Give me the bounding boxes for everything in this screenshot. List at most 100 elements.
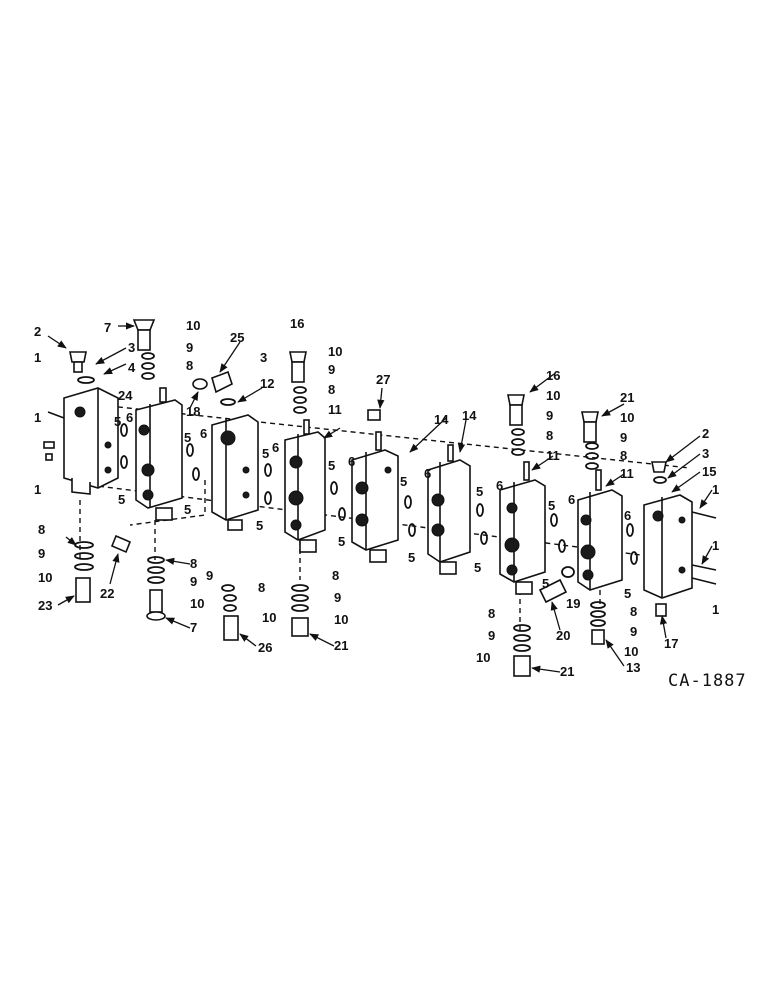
callout-21: 21 — [560, 664, 574, 679]
callout-8: 8 — [186, 358, 193, 373]
callout-8: 8 — [190, 556, 197, 571]
valve-section-12 — [211, 414, 259, 531]
callout-9: 9 — [630, 624, 637, 639]
callout-8: 8 — [630, 604, 637, 619]
callout-4: 4 — [128, 360, 136, 375]
callout-13: 13 — [626, 660, 640, 675]
callout-20: 20 — [556, 628, 570, 643]
callout-6: 6 — [200, 426, 207, 441]
callout-8: 8 — [258, 580, 265, 595]
callout-10: 10 — [190, 596, 204, 611]
callout-8: 8 — [38, 522, 45, 537]
valve-section-24 — [135, 387, 183, 521]
callout-10: 10 — [38, 570, 52, 585]
valve-section-14-b — [427, 444, 471, 575]
callout-9: 9 — [488, 628, 495, 643]
callout-6: 6 — [496, 478, 503, 493]
callout-22: 22 — [100, 586, 114, 601]
outlet-end-cover — [643, 494, 693, 599]
callout-9: 9 — [206, 568, 213, 583]
callout-1: 1 — [34, 410, 41, 425]
callout-10: 10 — [334, 612, 348, 627]
callout-9: 9 — [328, 362, 335, 377]
callout-8: 8 — [620, 448, 627, 463]
callout-5: 5 — [548, 498, 555, 513]
callout-5: 5 — [328, 458, 335, 473]
callout-11: 11 — [620, 466, 634, 481]
callout-5: 5 — [400, 474, 407, 489]
callout-5: 5 — [118, 492, 125, 507]
callout-18: 18 — [186, 404, 200, 419]
callout-6: 6 — [272, 440, 279, 455]
callout-2: 2 — [702, 426, 709, 441]
callout-14: 14 — [462, 408, 477, 423]
part-callouts: 2 3 4 1 1 1 7 10 9 8 24 18 25 3 12 16 10… — [34, 316, 719, 679]
inlet-end-cover — [63, 387, 119, 495]
callout-17: 17 — [664, 636, 678, 651]
callout-6: 6 — [624, 508, 631, 523]
callout-5: 5 — [184, 430, 191, 445]
callout-8: 8 — [546, 428, 553, 443]
callout-1: 1 — [34, 350, 41, 365]
callout-5: 5 — [262, 446, 269, 461]
callout-5: 5 — [542, 576, 549, 591]
leader-lines — [47, 322, 713, 673]
callout-10: 10 — [262, 610, 276, 625]
callout-5: 5 — [256, 518, 263, 533]
callout-21: 21 — [620, 390, 634, 405]
callout-21: 21 — [334, 638, 348, 653]
small-parts — [43, 319, 717, 677]
callout-6: 6 — [126, 410, 133, 425]
callout-2: 2 — [34, 324, 41, 339]
callout-10: 10 — [476, 650, 490, 665]
callout-11: 11 — [328, 402, 342, 417]
callout-9: 9 — [546, 408, 553, 423]
callout-16: 16 — [546, 368, 560, 383]
callout-11: 11 — [546, 448, 560, 463]
callout-10: 10 — [624, 644, 638, 659]
callout-5: 5 — [338, 534, 345, 549]
callout-1: 1 — [712, 602, 719, 617]
callout-9: 9 — [190, 574, 197, 589]
valve-section-14-a — [351, 431, 399, 563]
callout-5: 5 — [408, 550, 415, 565]
callout-15: 15 — [702, 464, 716, 479]
callout-7: 7 — [190, 620, 197, 635]
callout-9: 9 — [620, 430, 627, 445]
callout-5: 5 — [476, 484, 483, 499]
callout-1: 1 — [712, 482, 719, 497]
callout-6: 6 — [568, 492, 575, 507]
callout-10: 10 — [328, 344, 342, 359]
valve-section-11-c — [577, 469, 623, 591]
callout-5: 5 — [184, 502, 191, 517]
callout-1: 1 — [712, 538, 719, 553]
callout-19: 19 — [566, 596, 580, 611]
callout-10: 10 — [186, 318, 200, 333]
callout-8: 8 — [488, 606, 495, 621]
callout-9: 9 — [38, 546, 45, 561]
valve-section-11-b — [499, 461, 546, 595]
callout-5: 5 — [474, 560, 481, 575]
callout-26: 26 — [258, 640, 272, 655]
callout-24: 24 — [118, 388, 133, 403]
callout-16: 16 — [290, 316, 304, 331]
callout-10: 10 — [546, 388, 560, 403]
callout-6: 6 — [348, 454, 355, 469]
callout-6: 6 — [424, 466, 431, 481]
callout-14: 14 — [434, 412, 449, 427]
callout-3: 3 — [128, 340, 135, 355]
callout-9: 9 — [334, 590, 341, 605]
callout-27: 27 — [376, 372, 390, 387]
callout-12: 12 — [260, 376, 274, 391]
callout-5: 5 — [624, 586, 631, 601]
callout-8: 8 — [332, 568, 339, 583]
callout-3: 3 — [260, 350, 267, 365]
callout-3: 3 — [702, 446, 709, 461]
callout-23: 23 — [38, 598, 52, 613]
callout-9: 9 — [186, 340, 193, 355]
callout-5: 5 — [114, 414, 121, 429]
callout-8: 8 — [328, 382, 335, 397]
callout-25: 25 — [230, 330, 244, 345]
figure-code: CA-1887 — [668, 671, 747, 691]
